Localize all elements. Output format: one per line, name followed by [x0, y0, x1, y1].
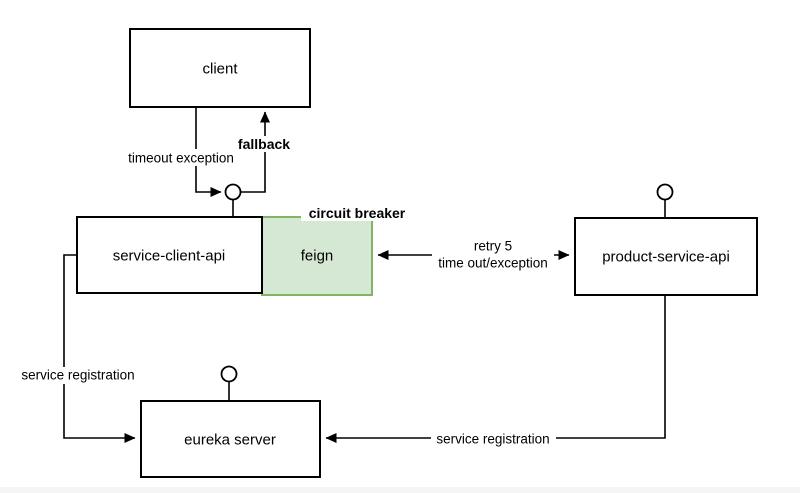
client-node	[129, 28, 311, 108]
eureka-server-node	[140, 400, 321, 478]
service-registration-bottom-label-bg	[431, 431, 556, 447]
service-registration-left-edge	[63, 254, 136, 443]
feign-node	[261, 216, 373, 296]
fallback-label-bg	[234, 136, 294, 152]
service-registration-bottom-edge	[325, 295, 666, 443]
client-label: client	[202, 61, 238, 78]
service-client-api-label: service-client-api	[113, 248, 226, 265]
junction-circle	[224, 183, 242, 201]
retry-condition-label-bg	[432, 252, 554, 270]
circuit-breaker-label-bg	[301, 205, 414, 221]
service-client-api-node	[76, 216, 263, 294]
retry-condition-label: time out/exception	[438, 256, 548, 271]
feign-label: feign	[301, 248, 334, 265]
product-service-api-label: product-service-api	[602, 249, 730, 266]
circuit-breaker-label: circuit breaker	[309, 205, 406, 221]
service-registration-bottom-label: service registration	[436, 432, 549, 447]
service-registration-left-label: service registration	[21, 368, 134, 383]
fallback-label: fallback	[238, 136, 290, 152]
retry-label: retry 5	[474, 239, 512, 254]
timeout-exception-label-bg	[122, 149, 241, 166]
product-service-api-port-circle	[656, 183, 674, 201]
timeout-exception-label: timeout exception	[128, 151, 234, 166]
service-registration-left-label-bg	[16, 367, 140, 384]
bottom-edge-strip	[0, 487, 800, 493]
timeout-exception-edge	[195, 107, 222, 197]
product-service-api-node	[574, 217, 758, 296]
eureka-server-label: eureka server	[184, 432, 276, 449]
eureka-server-port-circle	[220, 365, 238, 383]
